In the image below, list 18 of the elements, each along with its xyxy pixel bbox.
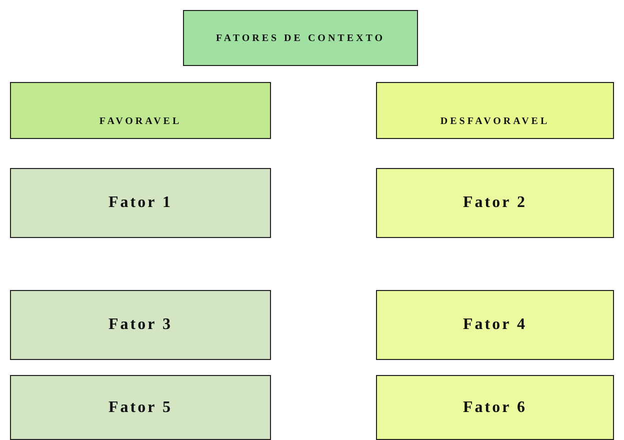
category-label: DESFAVORAVEL: [440, 115, 550, 128]
category-label: FATORES DE CONTEXTO: [216, 32, 385, 44]
header-box: [183, 10, 418, 66]
factor-box: [10, 375, 271, 440]
factor-box: [376, 168, 614, 238]
factor-box: [10, 168, 271, 238]
factor-box: [10, 290, 271, 360]
factor-label: Fator 1: [108, 194, 172, 212]
factor-box: [376, 375, 614, 440]
factor-label: Fator 3: [108, 316, 172, 334]
factor-label: Fator 5: [108, 398, 172, 416]
factor-box: [376, 290, 614, 360]
header-box: [376, 82, 614, 139]
header-box: [10, 82, 271, 139]
factor-label: Fator 6: [463, 398, 527, 416]
factor-label: Fator 2: [463, 194, 527, 212]
factor-label: Fator 4: [463, 316, 527, 334]
category-label: FAVORAVEL: [99, 115, 182, 128]
